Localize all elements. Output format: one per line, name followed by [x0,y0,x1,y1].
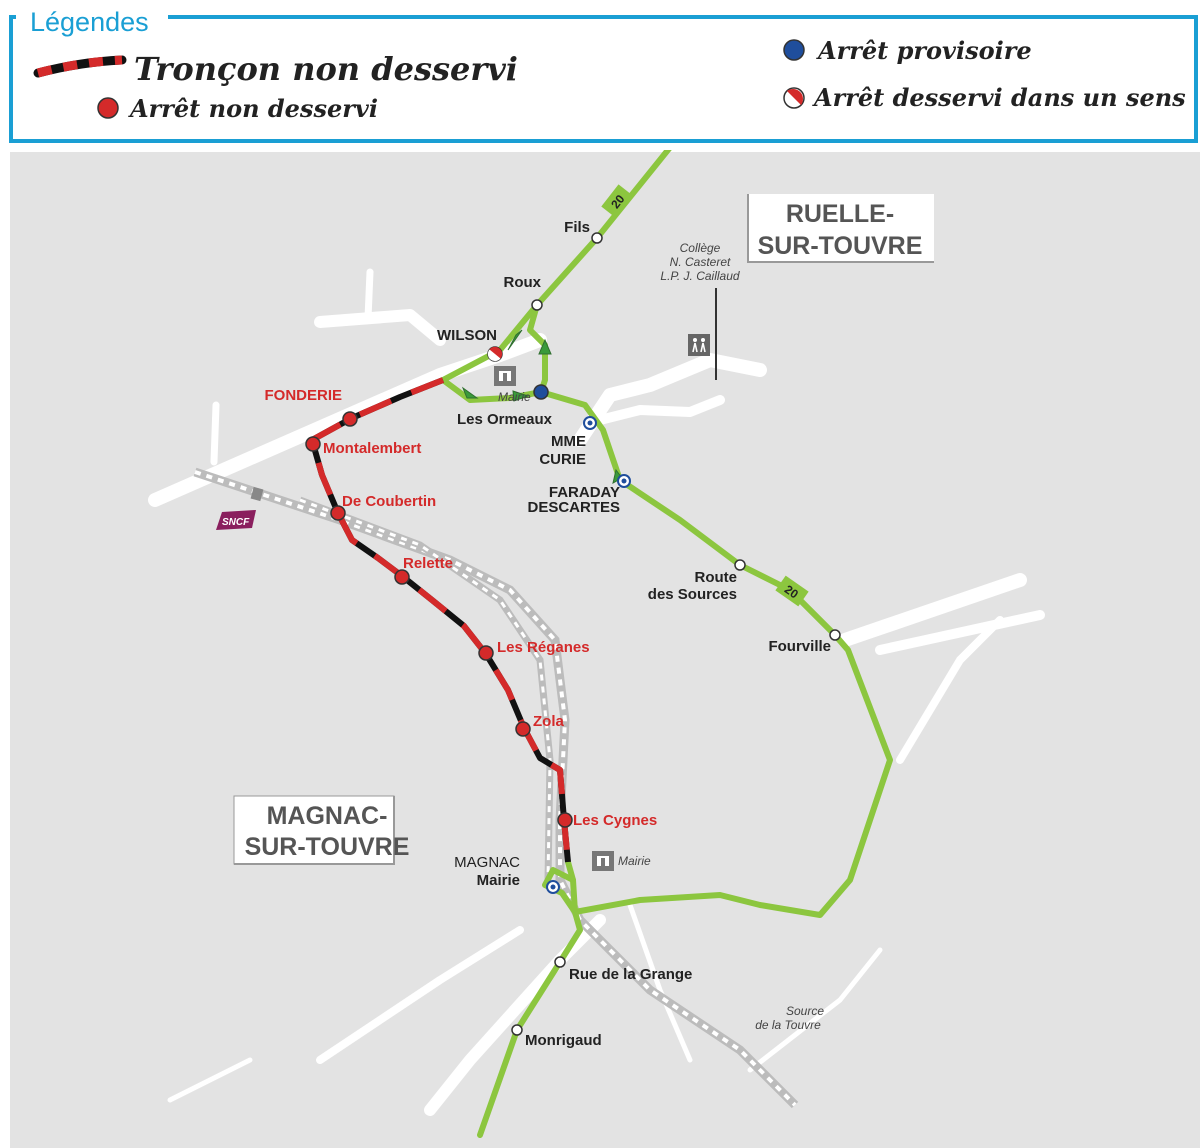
label-source-1: Source [786,1004,824,1018]
arrow-icon [512,390,530,402]
stop-les-cygnes[interactable] [557,812,573,828]
arrow-icon [507,329,523,351]
label-route-sources-2: des Sources [648,586,737,603]
stop-mme-curie[interactable] [583,416,597,430]
stop-fils[interactable] [591,232,603,244]
town-hall-icon [494,366,516,386]
arrow-icon [461,386,479,399]
legend: Légendes Tronçon non desservi Arrêt non … [0,0,1200,150]
stop-relette[interactable] [394,569,410,585]
stop-zola[interactable] [515,721,531,737]
legend-temporary-stop: Arrêt provisoire [783,36,1032,65]
svg-text:SUR-TOUVRE: SUR-TOUVRE [245,833,410,861]
svg-text:SUR-TOUVRE: SUR-TOUVRE [758,232,923,260]
line-badge: 20 [601,184,633,218]
label-wilson: WILSON [437,327,497,344]
label-magnac-mairie-2: Mairie [477,872,520,889]
label-fourville: Fourville [768,638,831,655]
label-relette: Relette [403,555,453,572]
arrow-icon [538,338,552,355]
label-zola: Zola [533,713,564,730]
label-fonderie: FONDERIE [264,387,342,404]
label-college-3: L.P. J. Caillaud [660,269,739,283]
stop-fonderie[interactable] [342,411,358,427]
label-mme-curie-1: MME [551,433,586,450]
stop-route-des-sources[interactable] [734,559,746,571]
stops [305,232,841,1036]
town-ruelle: RUELLE- SUR-TOUVRE [747,194,934,263]
stop-faraday-descartes[interactable] [617,474,631,488]
town-magnac: MAGNAC- SUR-TOUVRE [233,795,410,865]
legend-non-served-stop: Arrêt non desservi [97,94,378,123]
label-route-sources-1: Route [695,569,738,586]
stop-les-ormeaux[interactable] [533,384,549,400]
label-de-coubertin: De Coubertin [342,493,436,510]
svg-text:Arrêt desservi dans un sens: Arrêt desservi dans un sens [812,83,1186,112]
direction-arrows [461,329,623,484]
stop-roux[interactable] [531,299,543,311]
stop-wilson[interactable] [487,346,503,362]
label-les-cygnes: Les Cygnes [573,812,657,829]
town-hall-icon [592,851,614,871]
legend-non-served-section: Tronçon non desservi [33,50,518,88]
legend-title: Légendes [30,7,149,37]
label-rue-de-la-grange: Rue de la Grange [569,966,692,983]
label-mme-curie-2: CURIE [539,451,586,468]
label-source-2: de la Touvre [755,1018,821,1032]
stop-magnac-mairie[interactable] [546,880,560,894]
stop-les-reganes[interactable] [478,645,494,661]
line-badge: 20 [775,575,809,607]
svg-text:MAGNAC-: MAGNAC- [267,802,388,830]
label-fils: Fils [564,219,590,236]
label-mairie-ruelle: Mairie [498,390,531,404]
label-college-2: N. Casteret [670,255,731,269]
stop-rue-de-la-grange[interactable] [554,956,566,968]
sncf-logo: SNCF [216,510,256,530]
label-les-reganes: Les Réganes [497,639,590,656]
svg-text:RUELLE-: RUELLE- [786,200,894,228]
train-station-marker [250,486,264,502]
label-les-ormeaux: Les Ormeaux [457,411,553,428]
label-college-1: Collège [680,241,721,255]
non-served-section [309,377,571,863]
school-icon [688,288,717,380]
stop-monrigaud[interactable] [511,1024,523,1036]
label-faraday-2: DESCARTES [527,499,620,516]
svg-text:Arrêt non desservi: Arrêt non desservi [128,94,378,123]
label-montalembert: Montalembert [323,440,421,457]
label-mairie-magnac: Mairie [618,854,651,868]
label-monrigaud: Monrigaud [525,1032,602,1049]
stop-montalembert[interactable] [305,436,321,452]
svg-text:Arrêt provisoire: Arrêt provisoire [816,36,1032,65]
svg-text:SNCF: SNCF [222,517,250,528]
label-faraday-1: FARADAY [549,484,620,501]
roads [148,268,1045,1116]
label-roux: Roux [504,274,542,291]
stop-fourville[interactable] [829,629,841,641]
legend-one-way-stop: Arrêt desservi dans un sens [783,83,1186,112]
label-magnac-mairie-1: MAGNAC [454,854,520,871]
map-background [10,152,1200,1148]
svg-text:Tronçon non desservi: Tronçon non desservi [134,50,518,88]
stop-de-coubertin[interactable] [330,505,346,521]
